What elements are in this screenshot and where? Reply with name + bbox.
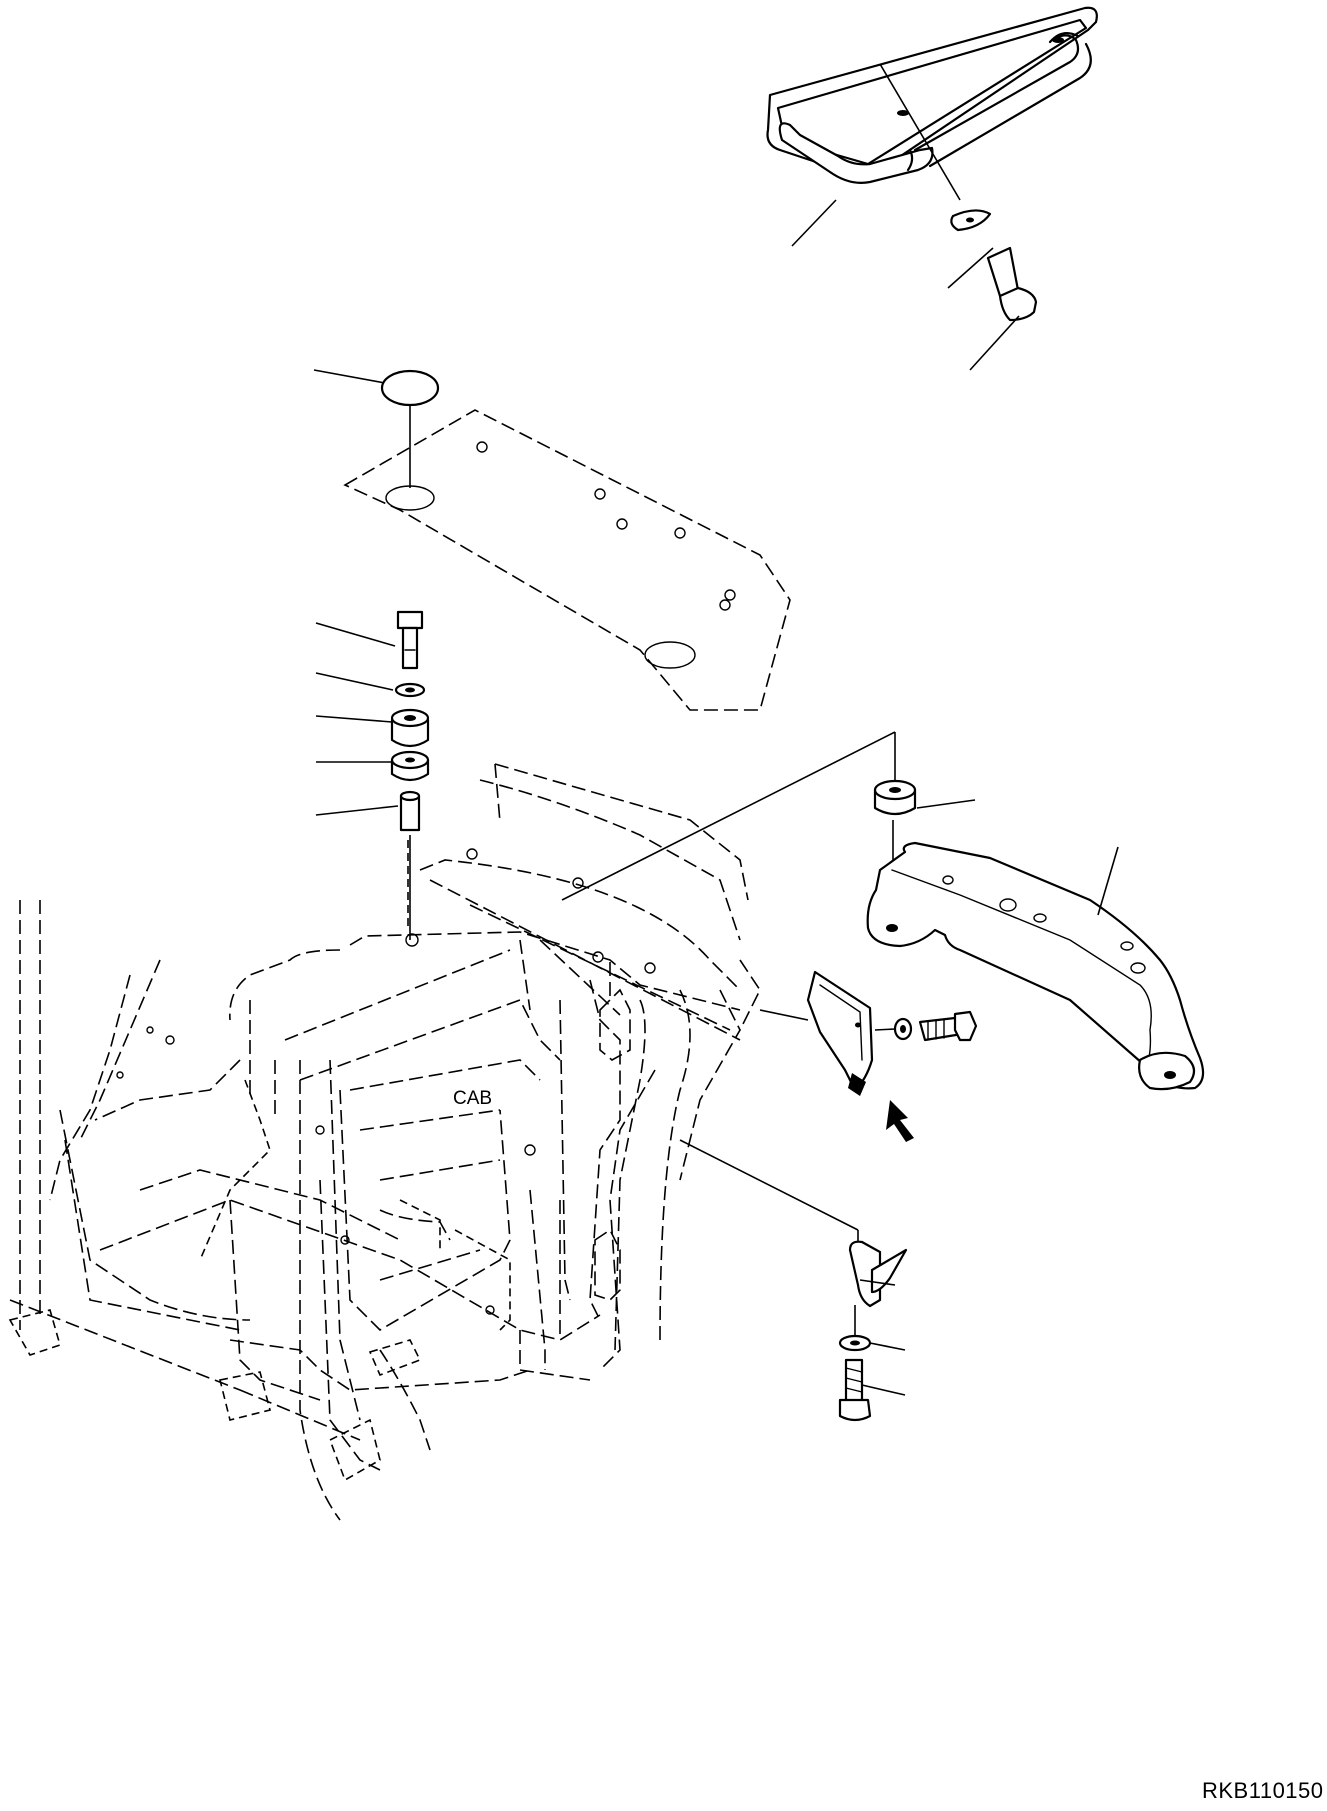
figure-reference-code: RKB110150	[1202, 1778, 1324, 1803]
wedge-bracket-with-bolt	[759, 970, 978, 1142]
right-mount-bracket	[561, 731, 1205, 1091]
lower-bracket-with-bolt	[679, 1139, 908, 1422]
cab-frame	[8, 763, 761, 1521]
plug-and-cover-plate	[313, 369, 791, 711]
cab-label: CAB	[453, 1088, 492, 1109]
handrail-assembly	[766, 6, 1098, 371]
cab-mount-stack	[315, 610, 430, 940]
